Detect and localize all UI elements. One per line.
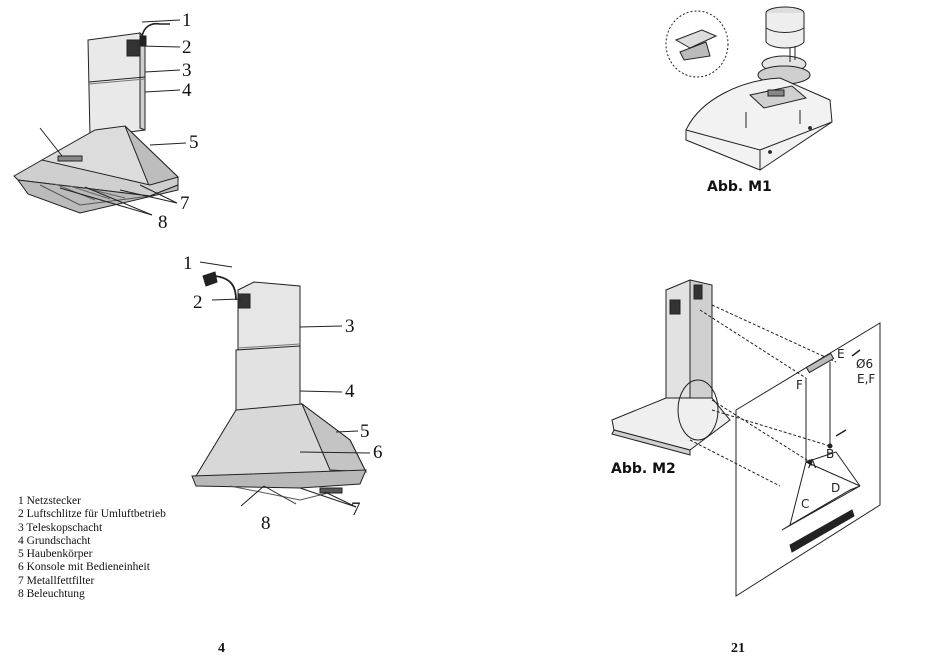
callout-8: 8 bbox=[261, 514, 271, 533]
callout-7: 7 bbox=[180, 194, 190, 213]
legend-item: 1 Netzstecker bbox=[18, 495, 166, 508]
legend-item: 3 Teleskopschacht bbox=[18, 522, 166, 535]
label-b: B bbox=[826, 447, 834, 461]
m1-illustration bbox=[666, 7, 832, 170]
parts-legend: 1 Netzstecker 2 Luftschlitze für Umluftb… bbox=[18, 495, 166, 601]
callout-5: 5 bbox=[360, 422, 370, 441]
callout-7: 7 bbox=[351, 500, 361, 519]
callout-3: 3 bbox=[345, 317, 355, 336]
wall-hood-illustration bbox=[192, 262, 370, 507]
legend-item: 6 Konsole mit Bedieneinheit bbox=[18, 561, 166, 574]
callout-1: 1 bbox=[183, 254, 193, 273]
legend-item: 4 Grundschacht bbox=[18, 535, 166, 548]
label-c: C bbox=[801, 497, 809, 511]
legend-item: 7 Metallfettfilter bbox=[18, 575, 166, 588]
m1-caption: Abb. M1 bbox=[707, 179, 772, 195]
label-diameter: Ø6 bbox=[856, 357, 873, 371]
callout-4: 4 bbox=[182, 81, 192, 100]
callout-2: 2 bbox=[193, 293, 203, 312]
m2-caption: Abb. M2 bbox=[611, 461, 676, 477]
callout-3: 3 bbox=[182, 61, 192, 80]
m2-illustration bbox=[612, 280, 880, 596]
legend-item: 2 Luftschlitze für Umluftbetrieb bbox=[18, 508, 166, 521]
label-e: E bbox=[837, 347, 845, 361]
legend-item: 8 Beleuchtung bbox=[18, 588, 166, 601]
legend-item: 5 Haubenkörper bbox=[18, 548, 166, 561]
callout-5: 5 bbox=[189, 133, 199, 152]
callout-4: 4 bbox=[345, 382, 355, 401]
label-d: D bbox=[831, 481, 840, 495]
callout-8: 8 bbox=[158, 213, 168, 232]
island-hood-illustration bbox=[14, 20, 186, 215]
label-f: F bbox=[796, 378, 803, 392]
callout-6: 6 bbox=[373, 443, 383, 462]
callout-2: 2 bbox=[182, 38, 192, 57]
label-ef: E,F bbox=[857, 372, 875, 386]
callout-1: 1 bbox=[182, 11, 192, 30]
label-a: A bbox=[808, 457, 816, 471]
